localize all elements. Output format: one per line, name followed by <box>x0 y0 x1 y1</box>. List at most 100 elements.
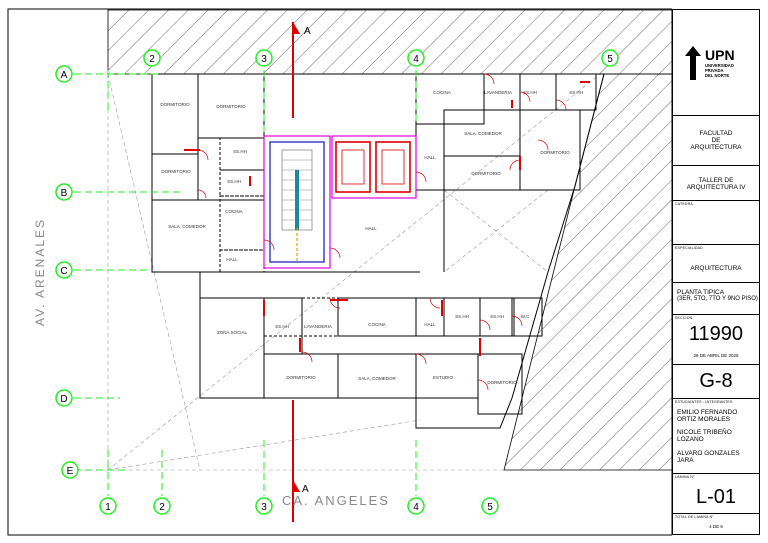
axis-label: 3 <box>261 502 267 513</box>
room-label: DORMITORIO <box>487 380 517 385</box>
room-label: COCINA <box>368 322 386 327</box>
axis-label: B <box>61 188 68 199</box>
section-value: 11990 <box>688 323 744 345</box>
sheet-number: L-01 <box>695 486 737 508</box>
axis-label: 4 <box>413 54 419 65</box>
group-value: G-8 <box>699 370 733 392</box>
sheet-border <box>7 8 672 536</box>
axis-label: 5 <box>487 502 493 513</box>
room-label: LAVANDERIA <box>484 90 512 95</box>
sheet-number-cell: LAMINA N° L-01 <box>673 474 759 514</box>
upn-logo: UPN UNIVERSIDAD PRIVADA DEL NORTE <box>685 46 735 80</box>
door-swings <box>197 73 567 391</box>
section-label: SECCION <box>675 316 693 320</box>
course-line: ARQUITECTURA IV <box>686 184 746 191</box>
room-label: COCINA <box>433 90 451 95</box>
specialty-label: ESPECIALIDAD <box>675 246 703 250</box>
faculty-cell: FACULTAD DE ARQUITECTURA <box>673 116 759 166</box>
walls <box>151 73 605 429</box>
faculty-line: ARQUITECTURA <box>690 144 742 151</box>
student-name: ALVARO GONZALES <box>677 450 740 457</box>
axis-label: 4 <box>413 502 419 513</box>
room-label: SS.HH <box>490 314 504 319</box>
room-label: HALL <box>424 155 436 160</box>
grid-bubble-labels: A B C D E 2 3 4 5 1 2 3 4 5 <box>60 54 613 513</box>
room-label: COCINA <box>225 209 243 214</box>
specialty-value: ARQUITECTURA <box>690 265 742 272</box>
faculty-line: FACULTAD <box>699 130 733 137</box>
room-label: SS.HH <box>233 149 247 154</box>
street-bottom: CA. ANGELES <box>282 493 390 508</box>
room-label: HALL <box>226 257 238 262</box>
room-label: ZONA SOCIAL <box>217 330 248 335</box>
room-label: DORMITORIO <box>160 102 190 107</box>
grid-bubbles <box>55 49 619 515</box>
student-name: JARA <box>677 457 694 464</box>
axis-label: D <box>60 394 67 405</box>
course-line: TALLER DE <box>698 177 734 184</box>
course-cell: TALLER DE ARQUITECTURA IV <box>673 166 759 201</box>
room-labels: DORMITORIO DORMITORIO SS.HH DORMITORIO S… <box>160 90 582 385</box>
svg-text:DEL NORTE: DEL NORTE <box>705 73 729 78</box>
axis-label: A <box>61 70 68 81</box>
room-label: HALL <box>424 322 436 327</box>
section-marker-bottom: A <box>302 484 309 495</box>
room-label: SS.HH <box>523 90 537 95</box>
group-cell: G-8 <box>673 365 759 399</box>
room-label: DORMITORIO <box>540 150 570 155</box>
room-label: ESTUDIO <box>433 375 454 380</box>
room-label: SS.HH <box>227 179 241 184</box>
room-label: SS.HH <box>569 90 583 95</box>
students-label: ESTUDIANTES - INTEGRANTES <box>675 400 733 404</box>
svg-text:UPN: UPN <box>705 47 735 63</box>
section-marker-top: A <box>304 26 311 37</box>
room-label: DORMITORIO <box>216 104 246 109</box>
sheet-title-line: (3ER, 5TO, 7TO Y 9NO PISO) <box>677 296 758 302</box>
student-name: LOZANO <box>677 436 704 443</box>
students-cell: ESTUDIANTES - INTEGRANTES EMILIO FERNAND… <box>673 399 759 474</box>
room-label: DORMITORIO <box>161 169 191 174</box>
street-left: AV. ARENALES <box>33 218 47 326</box>
doors <box>184 81 590 356</box>
total-cell: TOTAL DE LAMINA N° 4 DE 6 <box>673 514 759 534</box>
axis-label: C <box>60 266 67 277</box>
total-label: TOTAL DE LAMINA N° <box>675 515 714 519</box>
student-name: NICOLE TRIBEÑO <box>677 429 732 436</box>
floor-plan: A A A B C D E 2 3 4 5 1 2 3 4 5 AV. ARE <box>7 8 672 536</box>
hatched-neighbor-top <box>107 9 672 75</box>
sheet-number-label: LAMINA N° <box>675 475 695 479</box>
room-label: DORMITORIO <box>471 171 501 176</box>
section-cut-line <box>292 22 300 522</box>
hatched-neighbor-right <box>503 73 672 471</box>
room-label: W.C <box>521 314 530 319</box>
grid-lines <box>74 70 417 496</box>
room-label: DORMITORIO <box>286 375 316 380</box>
axis-label: 2 <box>149 54 155 65</box>
sheet-title-line: PLANTA TIPICA <box>677 289 725 296</box>
svg-text:PRIVADA: PRIVADA <box>705 68 724 73</box>
room-label: LAVANDERIA <box>304 324 332 329</box>
section-cell: SECCION 11990 28 DE ABRIL DE 2025 <box>673 315 759 365</box>
student-name: EMILIO FERNANDO <box>677 409 738 416</box>
student-name: ORTIZ MORALES <box>677 416 730 423</box>
catedra-cell: CATEDRA <box>673 201 759 245</box>
room-label: SALA, COMEDOR <box>168 224 206 229</box>
catedra-label: CATEDRA <box>675 202 693 206</box>
axis-label: E <box>67 466 74 477</box>
faculty-line: DE <box>711 137 721 144</box>
logo-cell: UPN UNIVERSIDAD PRIVADA DEL NORTE <box>673 10 759 116</box>
room-label: HALL <box>365 226 377 231</box>
room-label: SS.HH <box>275 324 289 329</box>
total-value: 4 DE 6 <box>709 524 723 529</box>
title-block: UPN UNIVERSIDAD PRIVADA DEL NORTE FACULT… <box>672 9 760 535</box>
axis-label: 1 <box>105 502 111 513</box>
room-label: SALA, COMEDOR <box>464 131 502 136</box>
sheet-title-cell: PLANTA TIPICA (3ER, 5TO, 7TO Y 9NO PISO) <box>673 283 759 315</box>
svg-text:UNIVERSIDAD: UNIVERSIDAD <box>705 63 734 68</box>
date-text: 28 DE ABRIL DE 2025 <box>693 353 739 358</box>
room-label: SS.HH <box>455 314 469 319</box>
room-label: SALA, COMEDOR <box>358 376 396 381</box>
axis-label: 3 <box>261 54 267 65</box>
core <box>263 135 417 269</box>
